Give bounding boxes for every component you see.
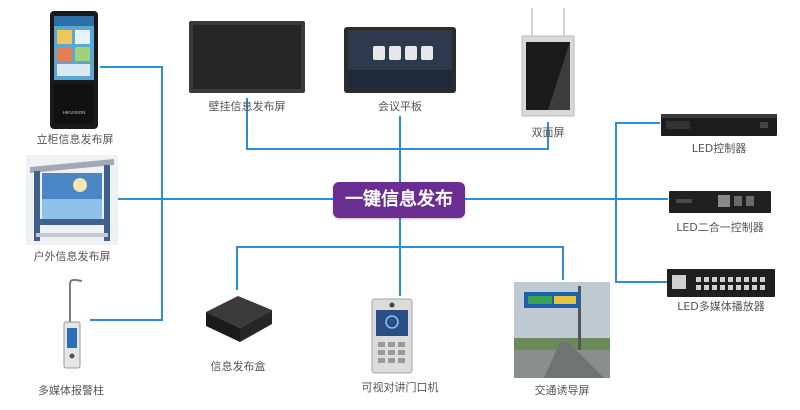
led-2in1-controller-icon xyxy=(669,191,771,213)
kiosk-logo: HIKVISION xyxy=(63,110,86,115)
publish-hub[interactable]: 一键信息发布 xyxy=(333,182,465,218)
label-dual-screen: 双面屏 xyxy=(531,126,565,139)
label-outdoor: 户外信息发布屏 xyxy=(33,250,111,263)
label-cabinet: 立柜信息发布屏 xyxy=(36,133,114,146)
led-player-icon xyxy=(667,269,775,297)
right-column-line xyxy=(615,122,668,283)
left-column-line xyxy=(90,66,163,321)
top-row-line xyxy=(246,98,549,150)
label-led-controller: LED控制器 xyxy=(691,142,747,155)
alarm-pillar-icon xyxy=(63,278,83,369)
dual-screen-icon xyxy=(521,8,575,117)
label-box: 信息发布盒 xyxy=(210,360,266,373)
door-intercom-icon xyxy=(371,298,413,374)
wall-screen-icon xyxy=(189,21,305,93)
traffic-guidance-screen-icon xyxy=(514,282,610,378)
label-intercom: 可视对讲门口机 xyxy=(361,381,439,394)
label-meeting-tablet: 会议平板 xyxy=(378,100,422,113)
label-traffic: 交通诱导屏 xyxy=(534,384,590,397)
meeting-tablet-icon xyxy=(344,27,456,93)
label-alarm-pillar: 多媒体报警柱 xyxy=(38,384,104,397)
label-led-player: LED多媒体播放器 xyxy=(677,300,765,313)
outdoor-billboard-icon xyxy=(26,155,118,245)
label-wall-screen: 壁挂信息发布屏 xyxy=(208,100,286,113)
label-led-2in1: LED二合一控制器 xyxy=(676,221,764,234)
bottom-row-line xyxy=(236,246,564,290)
led-controller-icon xyxy=(661,114,777,136)
kiosk-icon: HIKVISION xyxy=(50,11,98,129)
media-box-icon xyxy=(206,296,272,342)
